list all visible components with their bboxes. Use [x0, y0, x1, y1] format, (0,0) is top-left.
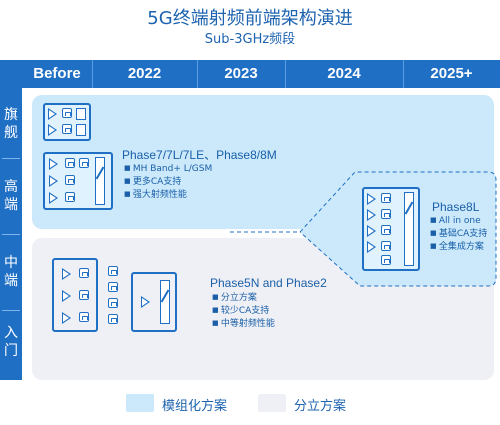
- timeline-2025: 2025+: [430, 65, 473, 82]
- entry-bullet-3: 中等射频性能: [212, 317, 275, 330]
- timeline-2024: 2024: [327, 65, 361, 82]
- tier-flagship: 旗 舰: [4, 107, 18, 141]
- phase8l-bullet-2: 基础CA支持: [430, 227, 487, 240]
- flagship-bullet-3: 强大射频性能: [124, 188, 212, 201]
- page-title: 5G终端射频前端架构演进: [147, 8, 353, 29]
- flagship-bullet-1: MH Band+ L/GSM: [124, 162, 212, 175]
- entry-group-title: Phase5N and Phase2: [210, 276, 327, 290]
- tier-high: 高 端: [4, 179, 18, 213]
- timeline-2022: 2022: [127, 65, 162, 82]
- timeline-2023: 2023: [224, 65, 258, 82]
- flagship-bullet-2: 更多CA支持: [124, 175, 212, 188]
- phase8l-title: Phase8L: [432, 200, 480, 214]
- module-phase8l: [362, 187, 420, 271]
- phase8l-bullet-1: All in one: [430, 214, 487, 227]
- flagship-group-bullets: MH Band+ L/GSM 更多CA支持 强大射频性能: [124, 162, 212, 201]
- entry-bullet-2: 较少CA支持: [212, 304, 275, 317]
- discrete-filter-2: [108, 282, 118, 292]
- tier-mid: 中 端: [4, 255, 18, 289]
- legend-discrete-swatch: [258, 394, 286, 412]
- phase8l-bullet-3: 全集成方案: [430, 240, 487, 253]
- module-flagship-1: [43, 103, 91, 141]
- legend-modular-swatch: [126, 394, 154, 412]
- module-flagship-2: [43, 152, 113, 210]
- page-subtitle: Sub-3GHz频段: [204, 32, 296, 47]
- timeline-before: Before: [33, 65, 81, 82]
- discrete-filter-4: [108, 314, 118, 324]
- discrete-filter-1: [108, 266, 118, 276]
- tier-entry: 入 门: [4, 325, 18, 359]
- discrete-filter-3: [108, 298, 118, 308]
- entry-group-bullets: 分立方案 较少CA支持 中等射频性能: [212, 291, 275, 330]
- module-entry-pa: [52, 258, 98, 332]
- legend-modular-label: 模组化方案: [162, 399, 228, 414]
- legend-discrete-label: 分立方案: [294, 399, 347, 414]
- phase8l-bullets: All in one 基础CA支持 全集成方案: [430, 214, 487, 253]
- timeline-header: Before 2022 2023 2024 2025+: [0, 60, 500, 88]
- tier-sidebar: 旗 舰 高 端 中 端 入 门: [0, 88, 22, 380]
- module-entry-switch: [131, 272, 177, 332]
- flagship-group-title: Phase7/7L/7LE、Phase8/8M: [122, 148, 277, 162]
- entry-bullet-1: 分立方案: [212, 291, 275, 304]
